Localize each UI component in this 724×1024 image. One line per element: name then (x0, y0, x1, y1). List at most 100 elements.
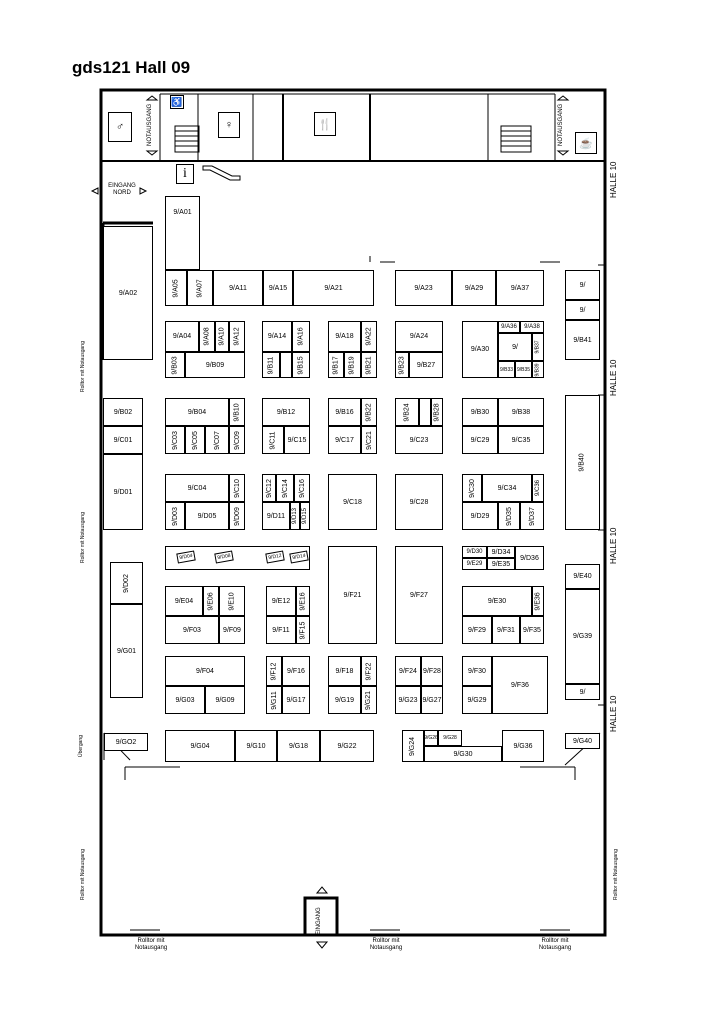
booth-d13[interactable]: 9/D13 (290, 502, 300, 530)
booth-c23[interactable]: 9/C23 (395, 426, 443, 454)
booth-f21[interactable]: 9/F21 (328, 546, 377, 644)
booth-b23[interactable]: 9/B23 (395, 352, 409, 378)
booth-g23[interactable]: 9/G23 (395, 686, 421, 714)
booth-a01[interactable]: 9/A01 (165, 196, 200, 270)
booth-a23[interactable]: 9/A23 (395, 270, 452, 306)
booth-b35[interactable]: 9/B35 (515, 361, 532, 378)
booth-a29[interactable]: 9/A29 (452, 270, 496, 306)
booth-d03[interactable]: 9/D03 (165, 502, 185, 530)
booth-g19[interactable]: 9/G19 (328, 686, 361, 714)
booth-a15[interactable]: 9/A15 (263, 270, 293, 306)
booth-b11[interactable]: 9/B11 (262, 352, 280, 378)
booth-a14[interactable]: 9/A14 (262, 321, 292, 352)
booth-e40[interactable]: 9/E40 (565, 564, 600, 589)
booth-b19[interactable]: 9/B19 (344, 352, 361, 378)
booth-g21[interactable]: 9/G21 (361, 686, 377, 714)
booth-g24[interactable]: 9/G24 (402, 730, 424, 762)
booth-a24[interactable]: 9/A24 (395, 321, 443, 352)
booth-e10[interactable]: 9/E10 (219, 586, 245, 616)
booth-a08[interactable]: 9/A08 (199, 321, 215, 352)
booth-d15[interactable]: 9/D15 (300, 502, 310, 530)
booth-c16[interactable]: 9/C16 (294, 474, 310, 502)
booth-c15[interactable]: 9/C15 (284, 426, 310, 454)
booth-b33[interactable]: 9/B33 (498, 361, 515, 378)
booth-c07[interactable]: 9/C07 (205, 426, 229, 454)
booth-b40[interactable]: 9/B40 (565, 395, 600, 530)
booth-g03[interactable]: 9/G03 (165, 686, 205, 714)
booth-b41[interactable]: 9/B41 (565, 320, 600, 360)
booth-f12[interactable]: 9/F12 (266, 656, 282, 686)
booth-c04[interactable]: 9/C04 (165, 474, 229, 502)
booth-g11[interactable]: 9/G11 (266, 686, 282, 714)
booth-b21[interactable]: 9/B21 (361, 352, 377, 378)
booth-b03[interactable]: 9/B03 (165, 352, 185, 378)
booth-g02[interactable]: 9/GO2 (104, 733, 148, 751)
booth-g36[interactable]: 9/G36 (502, 730, 544, 762)
booth-c03[interactable]: 9/C03 (165, 426, 185, 454)
booth-c35[interactable]: 9/C35 (498, 426, 544, 454)
booth-a02[interactable]: 9/A02 (103, 226, 153, 360)
booth-g29[interactable]: 9/G29 (462, 686, 492, 714)
booth-f29[interactable]: 9/F29 (462, 616, 492, 644)
booth-a11[interactable]: 9/A11 (213, 270, 263, 306)
booth-f27[interactable]: 9/F27 (395, 546, 443, 644)
booth-c01[interactable]: 9/C01 (103, 426, 143, 454)
booth-c17[interactable]: 9/C17 (328, 426, 361, 454)
booth-c12[interactable]: 9/C12 (262, 474, 276, 502)
booth-d37[interactable]: 9/D37 (520, 502, 544, 530)
booth-a30[interactable]: 9/A30 (462, 321, 498, 378)
booth-e06[interactable]: 9/E06 (203, 586, 219, 616)
booth-g-small[interactable]: 9/ (565, 684, 600, 700)
booth-a16[interactable]: 9/A16 (292, 321, 310, 352)
booth-f36[interactable]: 9/F36 (492, 656, 548, 714)
booth-b02[interactable]: 9/B02 (103, 398, 143, 426)
booth-b38[interactable]: 9/B38 (498, 398, 544, 426)
booth-a21[interactable]: 9/A21 (293, 270, 374, 306)
booth-g28[interactable]: 9/G28 (438, 730, 462, 746)
booth-c36[interactable]: 9/C36 (532, 474, 544, 502)
booth-b12[interactable]: 9/B12 (262, 398, 310, 426)
booth-d01[interactable]: 9/D01 (103, 454, 143, 530)
booth-a22[interactable]: 9/A22 (361, 321, 377, 352)
booth-a10[interactable]: 9/A10 (215, 321, 229, 352)
booth-c11[interactable]: 9/C11 (262, 426, 284, 454)
booth-b17[interactable]: 9/B17 (328, 352, 344, 378)
booth-d30[interactable]: 9/D30 (462, 546, 487, 558)
booth-d02[interactable]: 9/D02 (110, 562, 143, 604)
booth-e36[interactable]: 9/E36 (532, 586, 544, 616)
booth-d36[interactable]: 9/D36 (515, 546, 544, 570)
booth-c21[interactable]: 9/C21 (361, 426, 377, 454)
booth-b15[interactable]: 9/B15 (292, 352, 310, 378)
booth-c09[interactable]: 9/C09 (229, 426, 245, 454)
booth-f24[interactable]: 9/F24 (395, 656, 421, 686)
booth-e16[interactable]: 9/E16 (296, 586, 310, 616)
booth-c14[interactable]: 9/C14 (276, 474, 294, 502)
booth-f30[interactable]: 9/F30 (462, 656, 492, 686)
booth-b37[interactable]: 9/B37 (532, 333, 544, 361)
booth-g09[interactable]: 9/G09 (205, 686, 245, 714)
booth-b09[interactable]: 9/B09 (185, 352, 245, 378)
booth-g30[interactable]: 9/G30 (424, 746, 502, 762)
booth-b30[interactable]: 9/B30 (462, 398, 498, 426)
booth-a37[interactable]: 9/A37 (496, 270, 544, 306)
booth-e29[interactable]: 9/E29 (462, 558, 487, 570)
booth-b22[interactable]: 9/B22 (361, 398, 377, 426)
booth-f09[interactable]: 9/F09 (219, 616, 245, 644)
booth-b-inner[interactable]: 9/ (498, 333, 532, 361)
booth-g17[interactable]: 9/G17 (282, 686, 310, 714)
booth-f15[interactable]: 9/F15 (296, 616, 310, 644)
booth-d34[interactable]: 9/D34 (487, 546, 515, 558)
booth-b16[interactable]: 9/B16 (328, 398, 361, 426)
booth-f03[interactable]: 9/F03 (165, 616, 219, 644)
booth-f04[interactable]: 9/F04 (165, 656, 245, 686)
booth-g22[interactable]: 9/G22 (320, 730, 374, 762)
booth-g40[interactable]: 9/G40 (565, 733, 600, 749)
booth-a-right[interactable]: 9/ (565, 270, 600, 300)
booth-e04[interactable]: 9/E04 (165, 586, 203, 616)
booth-e35[interactable]: 9/E35 (487, 558, 515, 570)
booth-a36[interactable]: 9/A36 (498, 321, 520, 333)
booth-g01[interactable]: 9/G01 (110, 604, 143, 698)
booth-b28[interactable]: 9/B28 (431, 398, 443, 426)
booth-b11b[interactable] (280, 352, 292, 378)
booth-g18[interactable]: 9/G18 (277, 730, 320, 762)
